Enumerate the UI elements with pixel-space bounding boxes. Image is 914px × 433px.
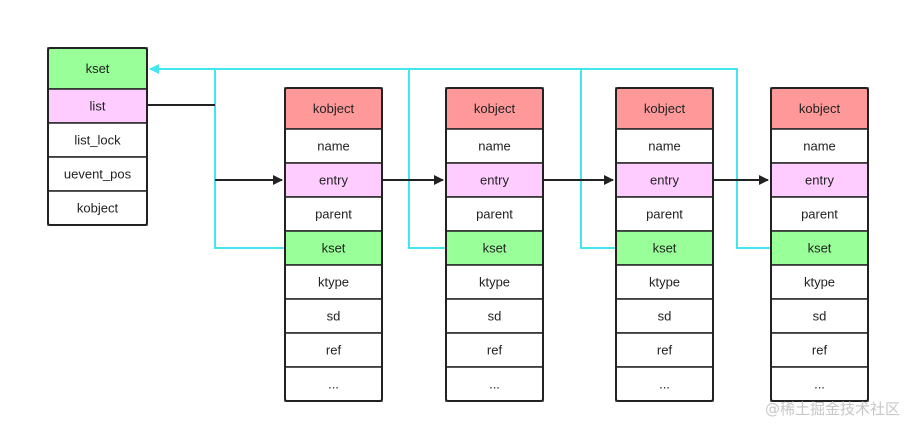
kobject-struct-3: kobject name entry parent kset ktype sd ref...: [615, 87, 714, 402]
kobject-struct-4-field-label: ktype: [804, 275, 835, 290]
kobject-struct-2-field-kobject-box: [445, 87, 544, 130]
kobject-struct-1-field-label: entry: [319, 173, 348, 188]
kobject-struct-1-field-label: ref: [326, 343, 342, 358]
kobject-struct-1-field-label: sd: [327, 309, 341, 324]
kobject-struct-4-field-label: name: [803, 139, 836, 154]
kobject-struct-4-field-label: sd: [813, 309, 827, 324]
kobject-struct-1: kobject name entry parent kset ktype sd ref...: [284, 87, 383, 402]
kobject-struct-2-field-label: ktype: [479, 275, 510, 290]
kobject-struct-4-field-label: ...: [814, 377, 825, 392]
list-entry-links: [147, 104, 769, 185]
kobject-struct-4-field-label: parent: [801, 207, 838, 222]
kobject-struct-1-field-label: kobject: [313, 101, 355, 116]
kset-backpointer-line-4: [149, 64, 771, 249]
kobject-struct-2-field-label: kobject: [474, 101, 516, 116]
kobject-struct-2-field-label: parent: [476, 207, 513, 222]
kobject-struct-3-field-label: kset: [653, 241, 677, 256]
kobject-struct-2-field-ref-box: [445, 332, 544, 368]
kobject-struct-3-field-label: parent: [646, 207, 683, 222]
kobject-struct-2: kobject name entry parent kset ktype sd ref...: [445, 87, 544, 402]
kset-struct-field-label: list_lock: [74, 133, 121, 148]
kobject-struct-2-field-label: ...: [489, 377, 500, 392]
kobject-struct-1-field-parent-box: [284, 196, 383, 232]
kobject-struct-1-field-label: ktype: [318, 275, 349, 290]
kobject-struct-3-outline: [615, 87, 714, 402]
kset-backpointer-line-3: [580, 69, 616, 249]
kset-backpointer-line-1: [214, 69, 285, 249]
kobject-struct-2-field-label: kset: [483, 241, 507, 256]
kset-struct-field-label: kobject: [77, 201, 119, 216]
kobject-struct-4: kobject name entry parent kset ktype sd ref...: [770, 87, 869, 402]
kobject-struct-1-field-kobject-box: [284, 87, 383, 130]
kobject-struct-2-field-sd-box: [445, 298, 544, 334]
kobject-struct-4-field-label: kobject: [799, 101, 841, 116]
kobject-struct-1-field-label: parent: [315, 207, 352, 222]
kobject-struct-2-field-name-box: [445, 128, 544, 164]
kset-backpointer-lines: [149, 64, 771, 249]
kobject-struct-3-field-label: kobject: [644, 101, 686, 116]
kobject-struct-2-field-label: name: [478, 139, 511, 154]
kobject-struct-1-field-label: kset: [322, 241, 346, 256]
kobject-struct-1-field-label: name: [317, 139, 350, 154]
structs: ksetlistlist_lockuevent_poskobjectkobjec…: [47, 47, 869, 402]
kset-struct-field-label: uevent_pos: [64, 167, 132, 182]
kobject-struct-1-field-label: ...: [328, 377, 339, 392]
kobject-struct-3-field-label: entry: [650, 173, 679, 188]
kobject-struct-3-field-entry-box: [615, 162, 714, 198]
kobject-struct-1-field-ktype-box: [284, 264, 383, 300]
kobject-struct-3-field-label: ...: [659, 377, 670, 392]
kobject-struct-2-field-kset-box: [445, 230, 544, 266]
kobject-struct-2-outline: [445, 87, 544, 402]
kobject-struct-2-field--box: [445, 366, 544, 402]
kset-struct-field-label: kset: [86, 61, 110, 76]
kobject-struct-3-field-label: ktype: [649, 275, 680, 290]
kobject-struct-1-field-ref-box: [284, 332, 383, 368]
kobject-struct-2-field-label: ref: [487, 343, 503, 358]
kobject-struct-4-field-label: kset: [808, 241, 832, 256]
kobject-struct-4-field-kset-box: [770, 230, 869, 266]
kobject-struct-2-field-label: sd: [488, 309, 502, 324]
kobject-struct-4-outline: [770, 87, 869, 402]
watermark: @稀土掘金技术社区: [764, 400, 900, 418]
kset-struct-field-label: list: [90, 99, 106, 114]
kobject-struct-3-field-label: sd: [658, 309, 672, 324]
kobject-struct-3-field-label: ref: [657, 343, 673, 358]
kobject-struct-3-field-kset-box: [615, 230, 714, 266]
kobject-struct-2-field-label: entry: [480, 173, 509, 188]
kobject-struct-1-field-sd-box: [284, 298, 383, 334]
kobject-struct-4-field-label: ref: [812, 343, 828, 358]
kobject-struct-3-field-label: name: [648, 139, 681, 154]
kset-struct-outline: [47, 47, 148, 226]
kset-backpointer-line-2: [408, 69, 446, 249]
kobject-struct-1-outline: [284, 87, 383, 402]
kobject-struct-4-field-label: entry: [805, 173, 834, 188]
kobject-struct-1-field-name-box: [284, 128, 383, 164]
